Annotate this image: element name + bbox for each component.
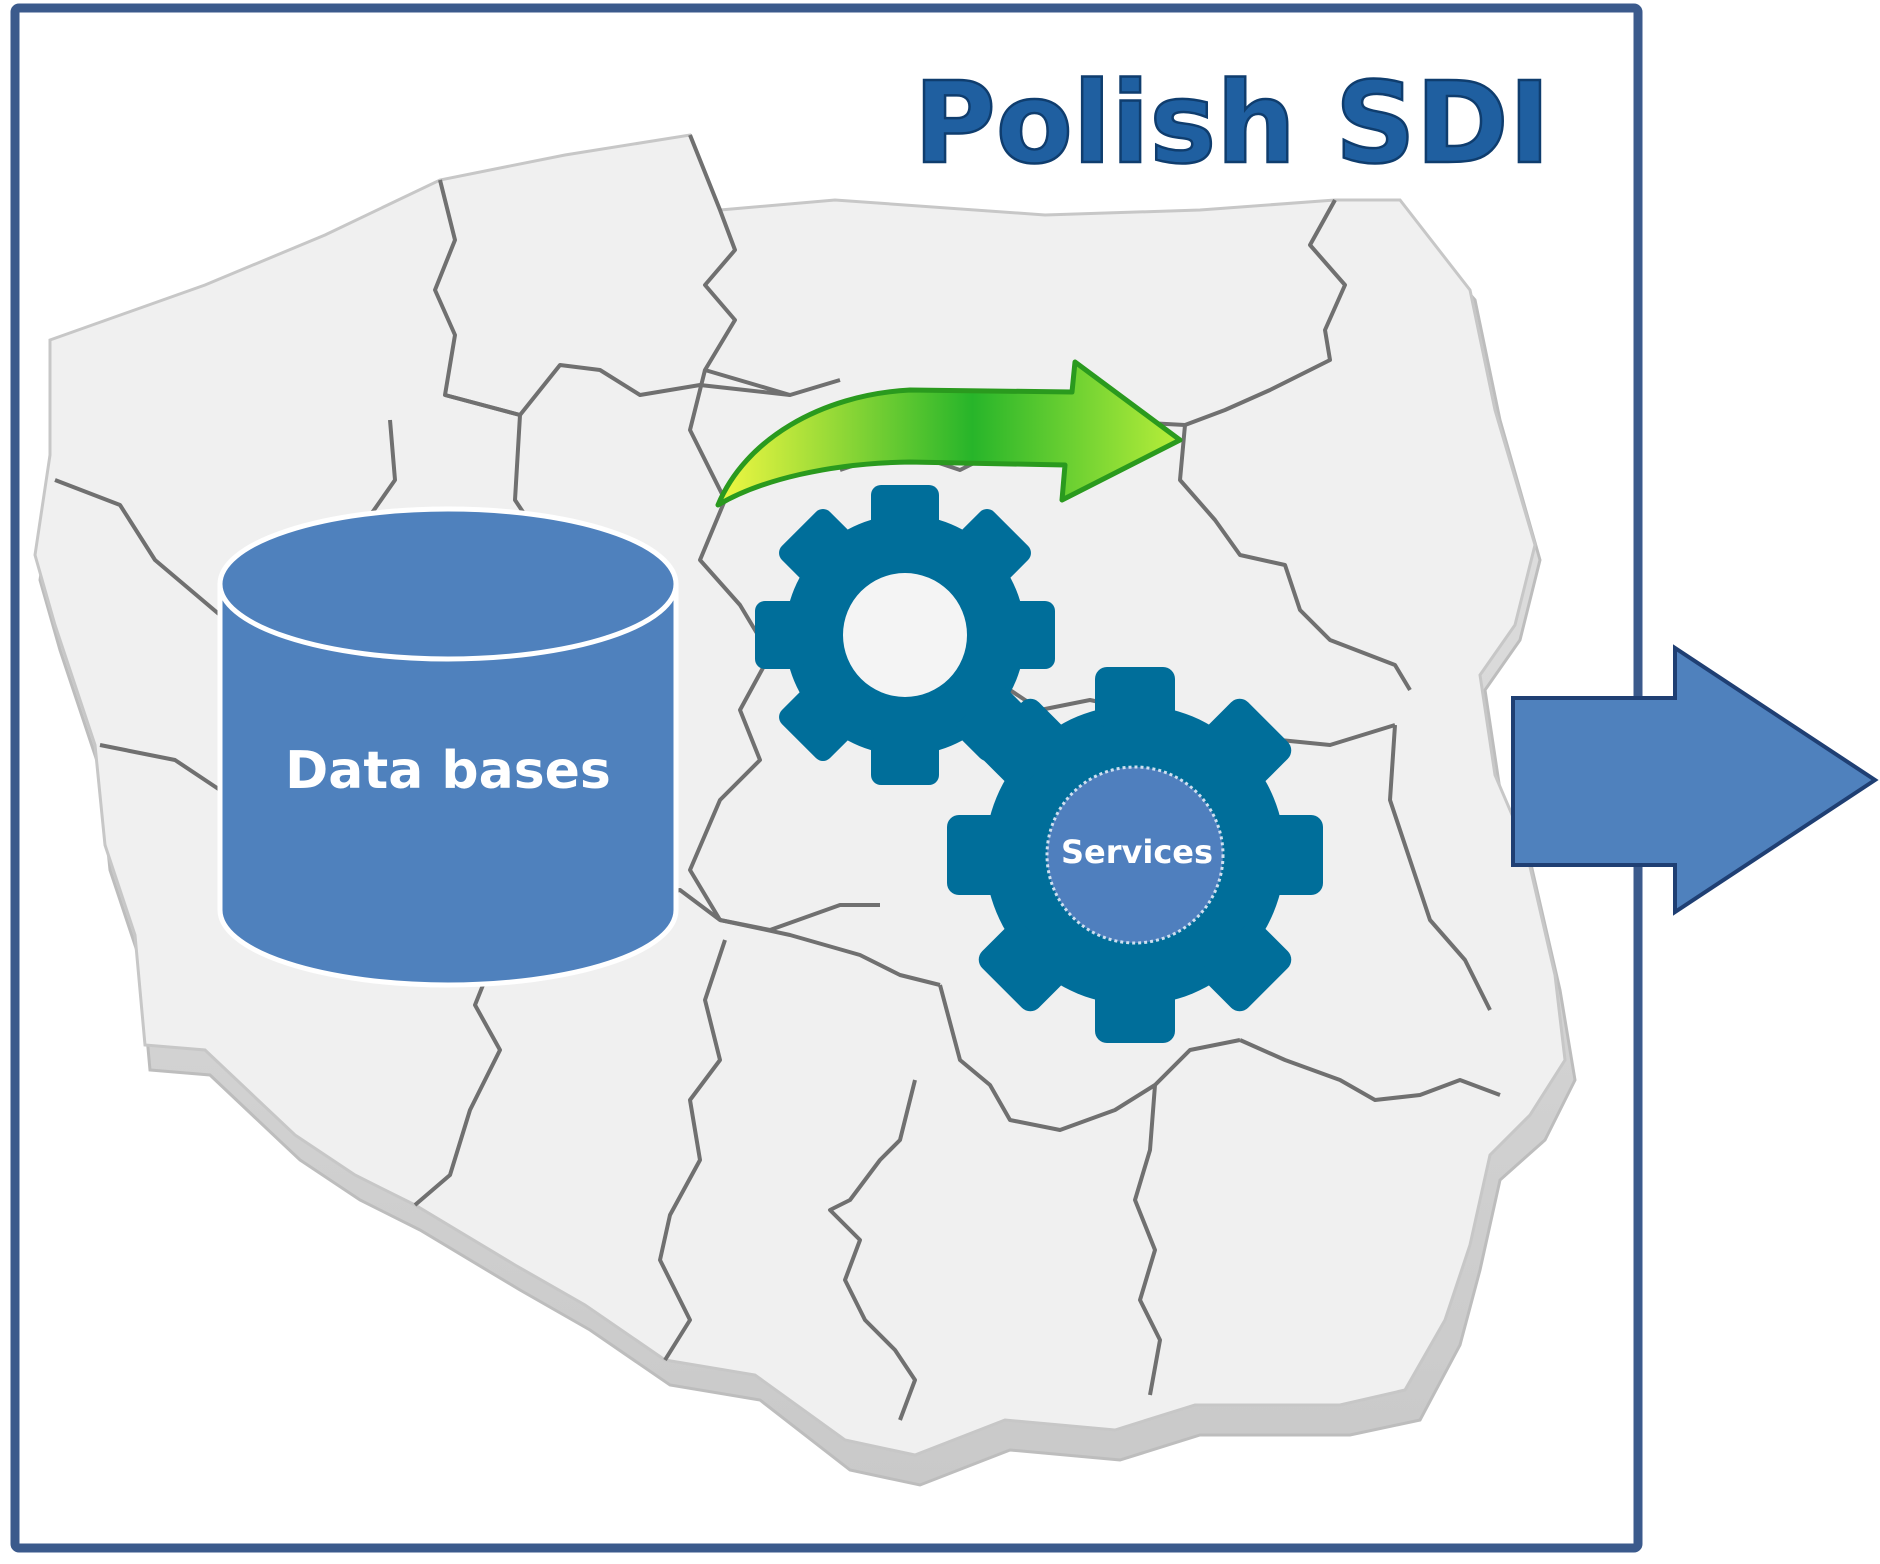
services-disc xyxy=(1045,765,1225,945)
gear-small-icon xyxy=(755,485,1055,785)
database-cylinder-top xyxy=(217,506,679,662)
diagram-title: Polish SDI xyxy=(914,59,1551,189)
flow-arrow-icon xyxy=(715,359,1183,508)
gear-icon xyxy=(947,667,1323,1043)
database-label: Data bases xyxy=(285,741,611,801)
poland-map xyxy=(33,133,1577,1487)
output-arrow-icon xyxy=(1511,644,1879,916)
services-label: Services xyxy=(1061,833,1213,871)
database-node: Data bases xyxy=(217,506,679,988)
services-node: Services xyxy=(947,667,1323,1043)
database-cylinder-icon xyxy=(217,582,679,988)
